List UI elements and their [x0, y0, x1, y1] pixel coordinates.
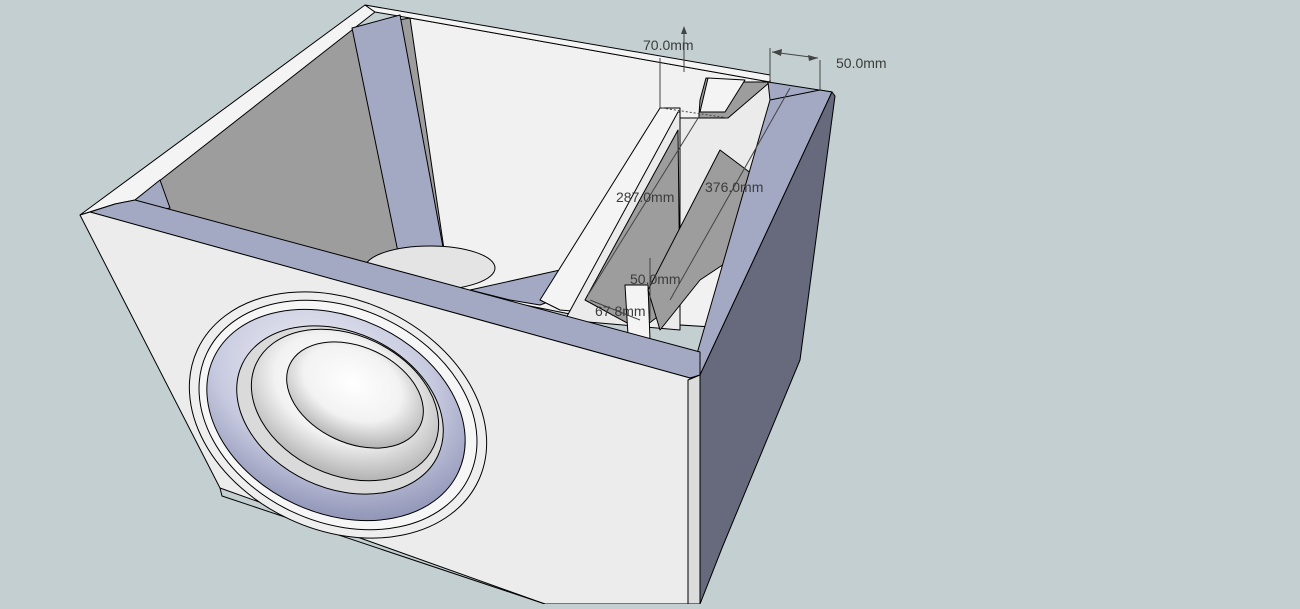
woofer	[188, 291, 488, 539]
back-top-rim	[364, 4, 771, 83]
dim-port-depth[interactable]: 67.8mm	[595, 303, 646, 319]
dim-port-gap[interactable]: 50.0mm	[630, 271, 681, 287]
dim-port-top-width[interactable]: 70.0mm	[643, 37, 694, 53]
dim-inner-divider-length[interactable]: 287.0mm	[616, 189, 674, 205]
port-panel-outer-top	[699, 77, 746, 113]
front-face-trim	[219, 487, 546, 605]
dim-outer-divider-length[interactable]: 376.0mm	[705, 179, 763, 195]
woofer-dust-cap	[286, 341, 424, 449]
dim-panel-thickness[interactable]: 50.0mm	[836, 55, 887, 71]
front-face-edge	[687, 374, 701, 605]
